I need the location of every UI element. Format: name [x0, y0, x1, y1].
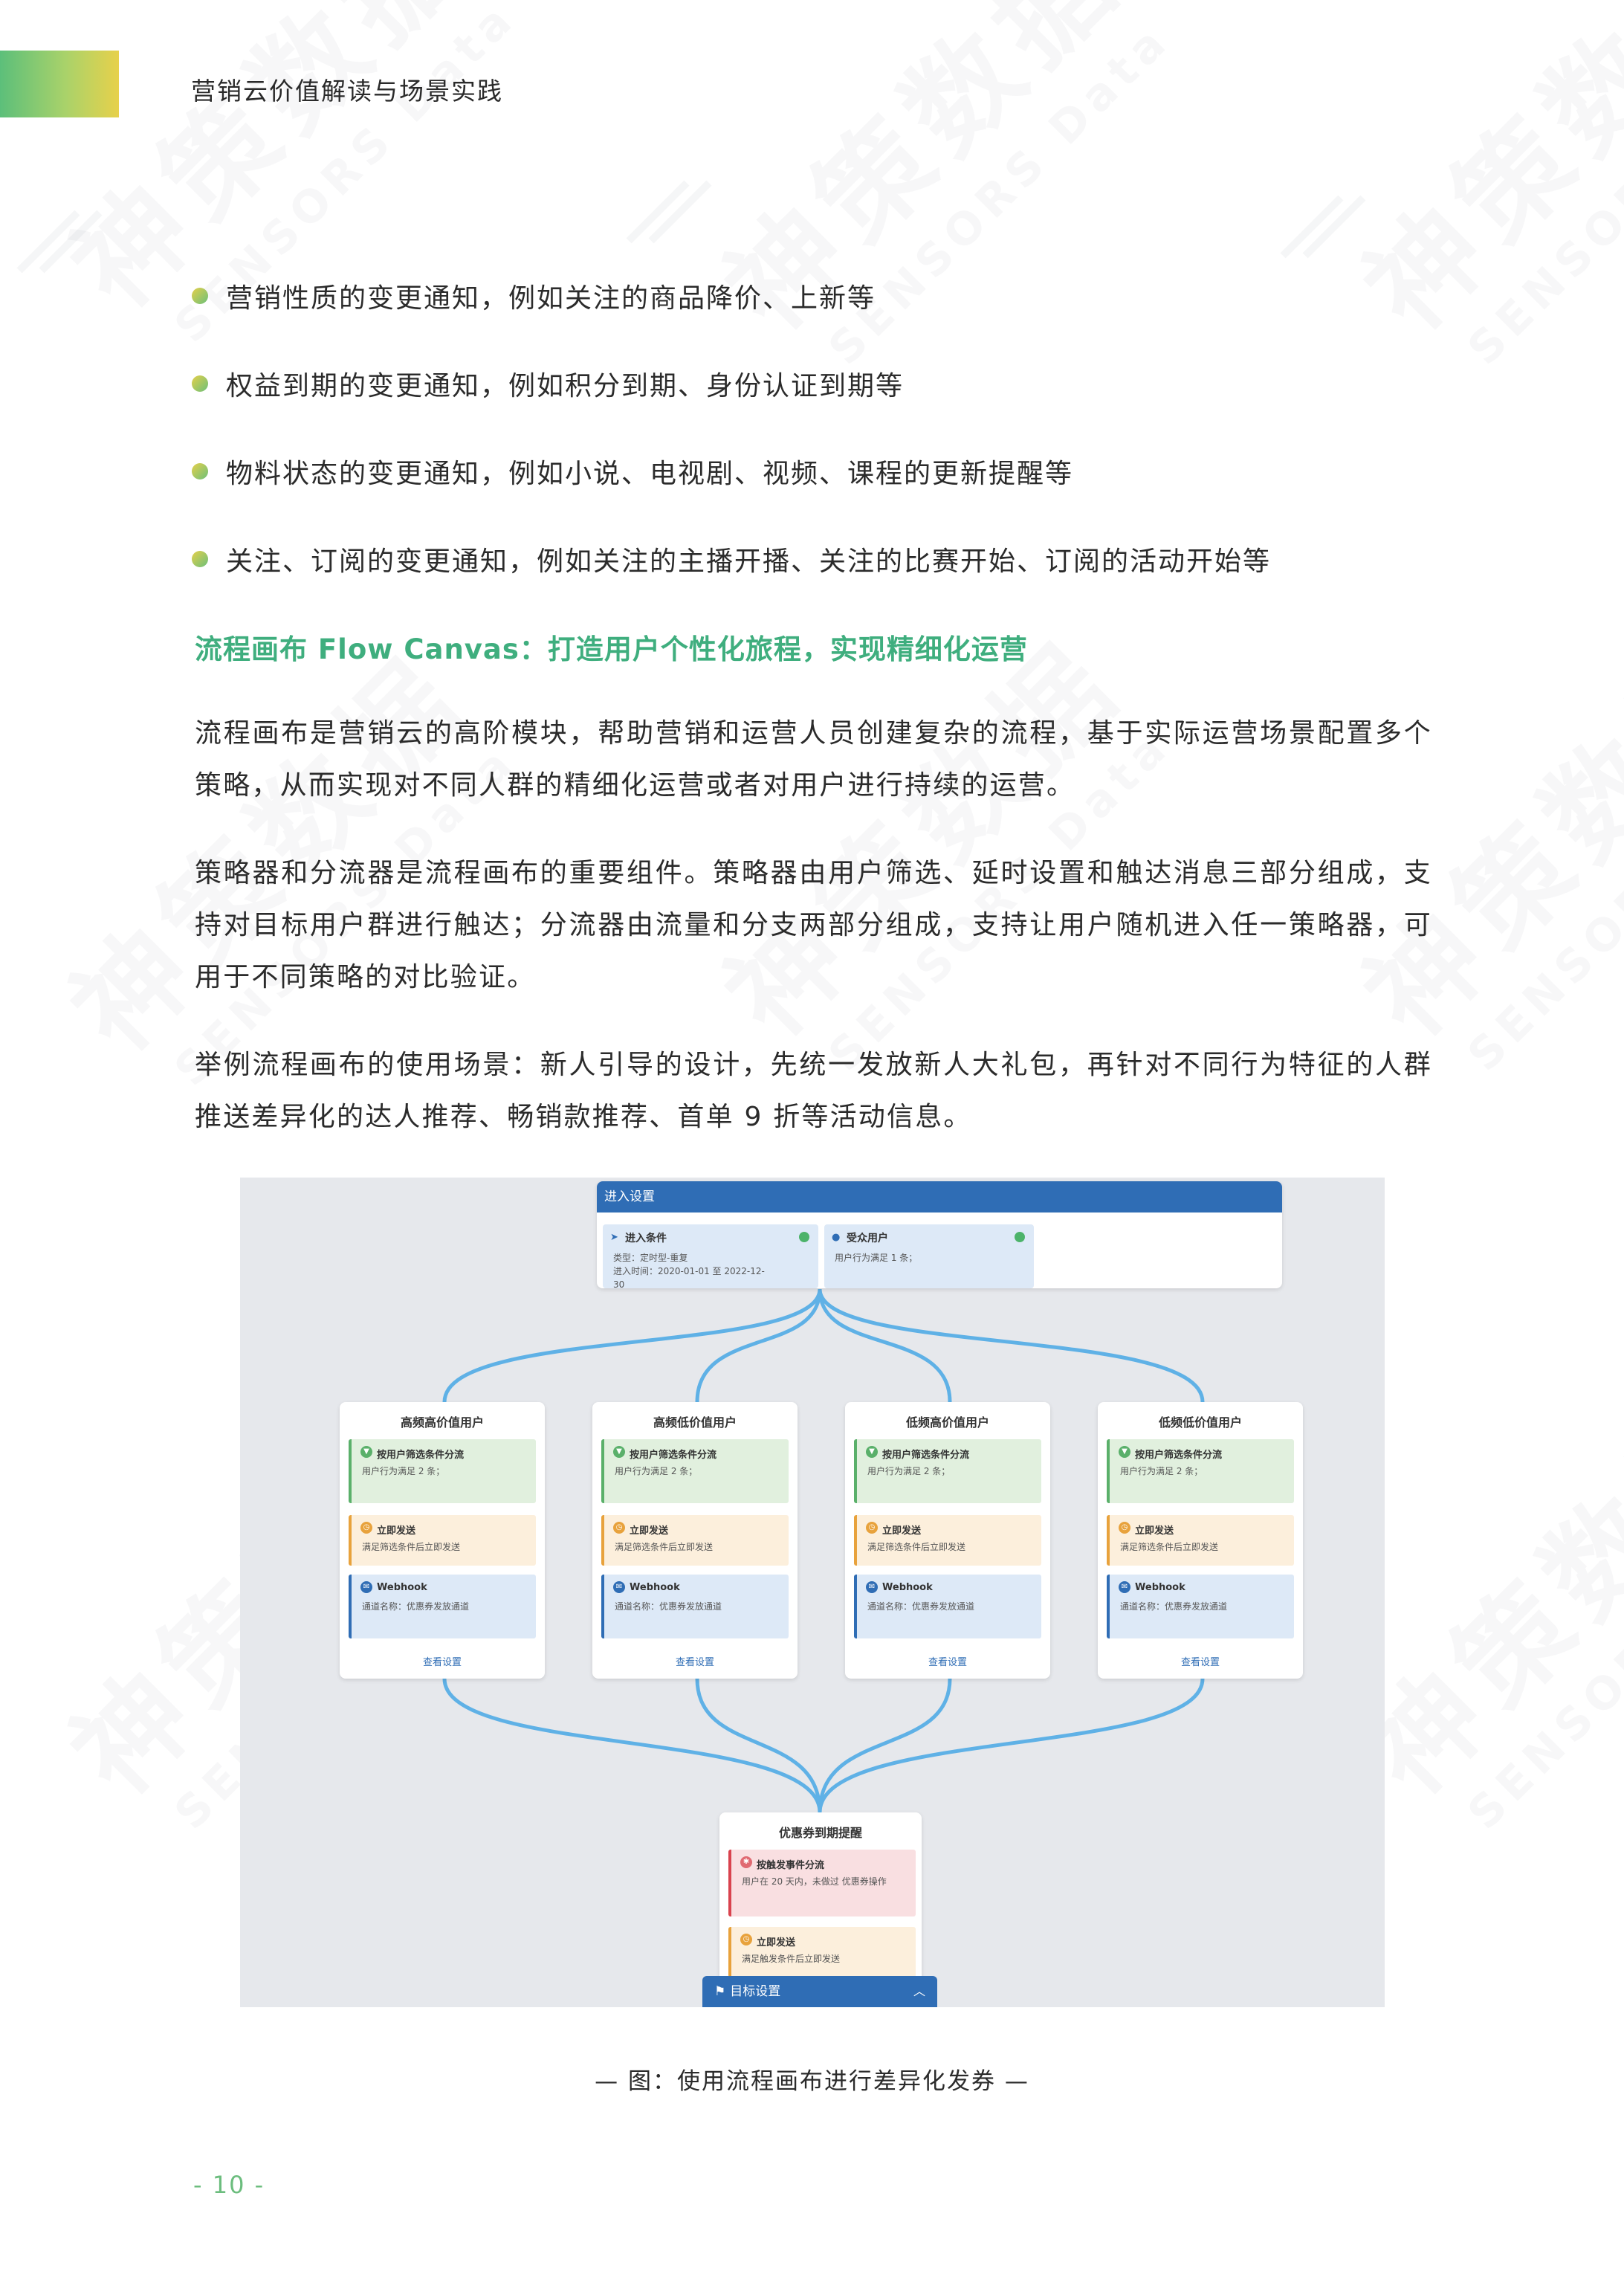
- clock-icon: ◷: [1119, 1522, 1130, 1534]
- bullet-item: 权益到期的变更通知，例如积分到期、身份认证到期等: [192, 364, 904, 403]
- paragraph: 策略器和分流器是流程画布的重要组件。策略器由用户筛选、延时设置和触达消息三部分组…: [195, 858, 1432, 992]
- view-settings-link[interactable]: 查看设置: [675, 1657, 714, 1668]
- webhook-icon: ✉: [613, 1581, 625, 1593]
- clock-icon: ◷: [740, 1934, 752, 1945]
- entry-condition-box[interactable]: ➤ 进入条件 类型：定时型-重复 进入时间：2020-01-01 至 2022-…: [603, 1224, 818, 1290]
- connector-line: [818, 1678, 952, 1813]
- watermark: 神策数据SENSORS Data: [684, 0, 1188, 396]
- connector-line: [695, 1678, 822, 1813]
- flow-canvas-figure: 进入设置 ➤ 进入条件 类型：定时型-重复 进入时间：2020-01-01 至 …: [240, 1178, 1385, 2007]
- filter-block[interactable]: ▼按用户筛选条件分流用户行为满足 2 条；: [601, 1439, 789, 1503]
- clock-icon: ◷: [866, 1522, 878, 1534]
- user-icon: ●: [832, 1232, 841, 1243]
- clock-icon: ◷: [613, 1522, 625, 1534]
- coupon-expiry-card[interactable]: 优惠券到期提醒 ✱按触发事件分流用户在 20 天内，未做过 优惠券操作 ◷立即发…: [719, 1812, 922, 2007]
- connector-line: [818, 1288, 952, 1403]
- flow-connectors: [442, 1288, 1205, 1813]
- connector-line: [818, 1678, 1205, 1813]
- send-block[interactable]: ◷立即发送满足触发条件后立即发送: [728, 1927, 916, 1977]
- watermark: 神策数据SENSORS Data: [1323, 0, 1624, 396]
- check-icon: [799, 1232, 809, 1242]
- view-settings-link[interactable]: 查看设置: [928, 1657, 967, 1668]
- connector-line: [442, 1288, 822, 1403]
- filter-block[interactable]: ▼按用户筛选条件分流用户行为满足 2 条；: [349, 1439, 536, 1503]
- figure-caption: — 图：使用流程画布进行差异化发券 —: [595, 2068, 1029, 2095]
- connector-line: [695, 1288, 822, 1403]
- filter-icon: ▼: [360, 1446, 372, 1458]
- webhook-icon: ✉: [360, 1581, 372, 1593]
- webhook-icon: ✉: [866, 1581, 878, 1593]
- filter-block[interactable]: ▼按用户筛选条件分流用户行为满足 2 条；: [854, 1439, 1041, 1503]
- group-card[interactable]: 高频低价值用户 ▼按用户筛选条件分流用户行为满足 2 条； ◷立即发送满足筛选条…: [592, 1402, 798, 1679]
- bullet-item: 营销性质的变更通知，例如关注的商品降价、上新等: [192, 277, 876, 315]
- filter-icon: ▼: [613, 1446, 625, 1458]
- filter-block[interactable]: ▼按用户筛选条件分流用户行为满足 2 条；: [1107, 1439, 1294, 1503]
- check-icon: [1015, 1232, 1025, 1242]
- section-title: 流程画布 Flow Canvas：打造用户个性化旅程，实现精细化运营: [195, 633, 1028, 665]
- bullet-item: 物料状态的变更通知，例如小说、电视剧、视频、课程的更新提醒等: [192, 452, 1073, 491]
- bullet-dot-icon: [192, 375, 208, 392]
- bullet-dot-icon: [192, 463, 208, 479]
- header-accent-bar: [0, 51, 119, 117]
- bullet-item: 关注、订阅的变更通知，例如关注的主播开播、关注的比赛开始、订阅的活动开始等: [192, 540, 1271, 578]
- flag-icon: ⚑: [714, 1984, 726, 1999]
- page-number: - 10 -: [193, 2171, 265, 2199]
- paragraph: 举例流程画布的使用场景：新人引导的设计，先统一发放新人大礼包，再针对不同行为特征…: [195, 1050, 1432, 1132]
- trigger-icon: ✱: [740, 1856, 752, 1868]
- target-settings-bar[interactable]: ⚑目标设置 ︿: [702, 1976, 937, 2007]
- filter-icon: ▼: [1119, 1446, 1130, 1458]
- bullet-dot-icon: [192, 288, 208, 304]
- send-block[interactable]: ◷立即发送满足筛选条件后立即发送: [349, 1515, 536, 1566]
- paragraph: 流程画布是营销云的高阶模块，帮助营销和运营人员创建复杂的流程，基于实际运营场景配…: [195, 718, 1432, 801]
- connector-line: [818, 1288, 1205, 1403]
- send-block[interactable]: ◷立即发送满足筛选条件后立即发送: [1107, 1515, 1294, 1566]
- entry-settings-title: 进入设置: [597, 1181, 1282, 1212]
- view-settings-link[interactable]: 查看设置: [1180, 1657, 1220, 1668]
- filter-icon: ▼: [866, 1446, 878, 1458]
- entry-settings-card[interactable]: 进入设置 ➤ 进入条件 类型：定时型-重复 进入时间：2020-01-01 至 …: [597, 1181, 1282, 1290]
- audience-box[interactable]: ● 受众用户 用户行为满足 1 条；: [824, 1224, 1034, 1288]
- view-settings-link[interactable]: 查看设置: [422, 1657, 462, 1668]
- trigger-block[interactable]: ✱按触发事件分流用户在 20 天内，未做过 优惠券操作: [728, 1850, 916, 1917]
- group-card[interactable]: 低频高价值用户 ▼按用户筛选条件分流用户行为满足 2 条； ◷立即发送满足筛选条…: [845, 1402, 1050, 1679]
- header-title: 营销云价值解读与场景实践: [191, 77, 503, 106]
- clock-icon: ◷: [360, 1522, 372, 1534]
- chevron-up-icon[interactable]: ︿: [913, 1984, 925, 1998]
- group-card[interactable]: 高频高价值用户 ▼按用户筛选条件分流用户行为满足 2 条； ◷立即发送满足筛选条…: [340, 1402, 545, 1679]
- connector-line: [442, 1678, 822, 1813]
- send-block[interactable]: ◷立即发送满足筛选条件后立即发送: [854, 1515, 1041, 1566]
- send-icon: ➤: [610, 1232, 618, 1243]
- send-block[interactable]: ◷立即发送满足筛选条件后立即发送: [601, 1515, 789, 1566]
- webhook-icon: ✉: [1119, 1581, 1130, 1593]
- bullet-dot-icon: [192, 551, 208, 567]
- group-card[interactable]: 低频低价值用户 ▼按用户筛选条件分流用户行为满足 2 条； ◷立即发送满足筛选条…: [1098, 1402, 1303, 1679]
